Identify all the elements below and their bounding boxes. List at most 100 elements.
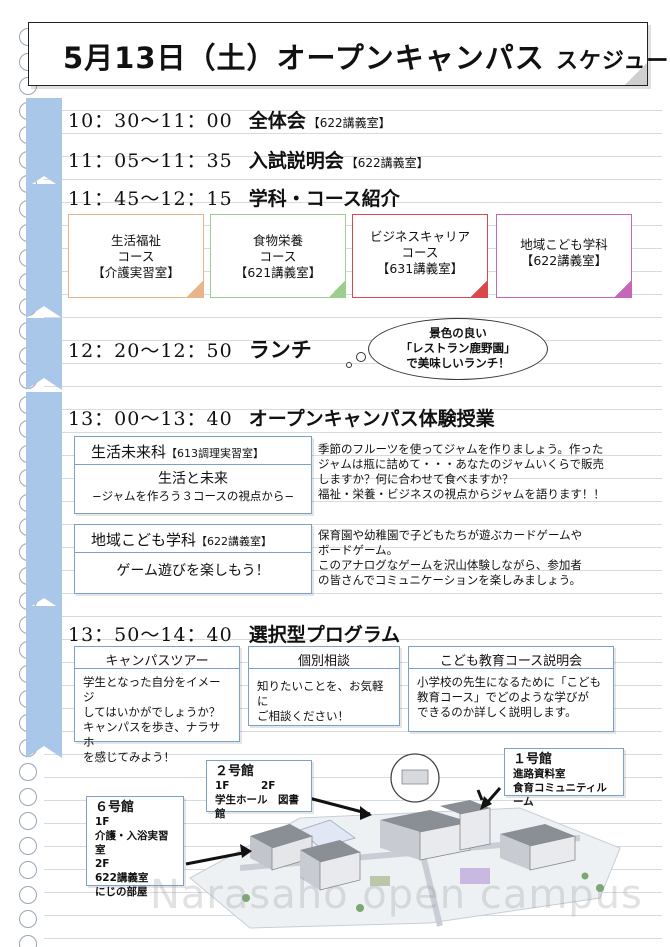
course-line: 生活福祉 (110, 233, 161, 248)
schedule-row: 11：05〜11：35 入試説明会【622講義室】 (68, 146, 429, 173)
building-line: 622講義室 (95, 872, 149, 884)
course-line: ビジネスキャリア (369, 229, 470, 244)
event-name: 学科・コース紹介 (248, 188, 400, 210)
event-room: 【622講義室】 (307, 116, 391, 130)
program-title: 個別相談 (249, 647, 399, 669)
desc-line: しますか？何に合わせて食べますか？ (318, 472, 514, 486)
building-line: にじの部屋 (95, 886, 148, 898)
desc-line: 福祉・栄養・ビジネスの視点からジャムを語ります！！ (318, 487, 605, 501)
class-title: ゲーム遊びを楽しもう！ (116, 563, 270, 579)
building-label: １号館 進路資料室 食育コミュニティルーム (504, 748, 624, 808)
title-main: 5月13日（土）オープンキャンパス (63, 41, 545, 75)
event-name: 選択型プログラム (248, 624, 401, 646)
section-tab (26, 318, 62, 390)
class-room: 【622講義室】 (196, 535, 273, 548)
title-sub: スケジュール (555, 49, 670, 74)
course-card: ビジネスキャリア コース 【631講義室】 (352, 214, 488, 298)
program-line: 学生となった自分をイメージ (83, 675, 221, 704)
ring-hole (19, 910, 37, 928)
program-line: できるのか詳しく説明します。 (417, 705, 577, 719)
program-card: 個別相談 知りたいことを、お気軽に ご相談ください！ (248, 646, 400, 726)
building-label: ２号館 1F 2F 学生ホール 図書館 (206, 760, 312, 820)
course-card: 地域こども学科 【622講義室】 (496, 214, 632, 298)
ring-hole (19, 861, 37, 879)
program-card: キャンパスツアー 学生となった自分をイメージ してはいかがでしょうか？ キャンパ… (74, 646, 240, 764)
building-line: 2F (95, 858, 110, 870)
class-name: 地域こども学科 (91, 531, 197, 549)
class-name: 生活未来科 (91, 443, 167, 461)
course-line: コース (401, 245, 439, 260)
program-line: 小学校の先生になるために「こども (417, 675, 601, 689)
desc-line: 季節のフルーツを使ってジャムを作りましょう。作った (318, 442, 604, 456)
class-card: 生活未来科【613調理実習室】 生活と未来 −ジャムを作ろう３コースの視点から− (74, 436, 312, 514)
course-room: 【介護実習室】 (92, 265, 180, 280)
building-line: 学生ホール 図書館 (215, 794, 299, 820)
program-line: 知りたいことを、お気軽に (257, 679, 384, 708)
course-line: コース (117, 249, 155, 264)
building-line: 介護・入浴実習室 (95, 830, 169, 856)
class-title: 生活と未来 (158, 471, 228, 487)
corner-fold (471, 281, 487, 297)
desc-line: ボードゲーム。 (318, 543, 399, 557)
class-subtitle: −ジャムを作ろう３コースの視点から− (91, 489, 295, 503)
desc-line: 保育園や幼稚園で子どもたちが遊ぶカードゲームや (318, 528, 583, 542)
time-slot: 13：00〜13：40 (68, 408, 233, 430)
event-room: 【622講義室】 (345, 156, 429, 170)
corner-fold (329, 281, 345, 297)
program-line: を感じてみよう！ (83, 750, 175, 764)
class-card: 地域こども学科【622講義室】 ゲーム遊びを楽しもう！ (74, 524, 312, 594)
course-line: 食物栄養 (252, 233, 303, 248)
building-line: 食育コミュニティルーム (513, 782, 607, 808)
program-card: こども教育コース説明会 小学校の先生になるために「こども 教育コース」でどのよう… (408, 646, 614, 732)
lunch-line: 「レストラン鹿野園」 (400, 341, 516, 355)
corner-fold (615, 281, 631, 297)
lunch-line: で美味しいランチ！ (406, 356, 510, 370)
program-body: 学生となった自分をイメージ してはいかがでしょうか？ キャンパスを歩き、ナラサホ… (75, 669, 239, 765)
class-header: 生活未来科【613調理実習室】 (75, 437, 311, 465)
ring-hole (19, 885, 37, 904)
class-description: 保育園や幼稚園で子どもたちが遊ぶカードゲームや ボードゲーム。 このアナログなゲ… (318, 528, 658, 588)
section-tab (26, 184, 62, 318)
ring-hole (19, 836, 37, 855)
page-curl (625, 63, 647, 85)
course-room: 【631講義室】 (376, 261, 464, 276)
course-card: 食物栄養 コース 【621講義室】 (210, 214, 346, 298)
cloud-puff (356, 352, 366, 362)
building-name: １号館 (513, 752, 553, 767)
building-name: ２号館 (215, 764, 255, 779)
title-banner: 5月13日（土）オープンキャンパス スケジュール (28, 22, 670, 86)
course-card: 生活福祉 コース 【介護実習室】 (68, 214, 204, 298)
program-line: ご相談ください！ (257, 709, 349, 723)
cloud-puff (346, 362, 352, 368)
schedule-row: 12：20〜12：50 ランチ (68, 334, 312, 364)
program-title: キャンパスツアー (75, 647, 239, 669)
event-name: 入試説明会 (248, 150, 344, 172)
page-title: 5月13日（土）オープンキャンパス スケジュール (63, 35, 670, 77)
section-tab (26, 392, 62, 610)
ring-hole (19, 763, 37, 781)
building-line: 進路資料室 (513, 768, 566, 780)
section-tab (26, 606, 62, 758)
time-slot: 13：50〜14：40 (68, 624, 233, 646)
time-slot: 12：20〜12：50 (68, 340, 233, 362)
desc-line: ジャムは瓶に詰めて・・・あなたのジャムいくらで販売 (318, 457, 605, 471)
campus-map (185, 753, 621, 929)
lunch-line: 景色の良い (429, 326, 487, 340)
course-line: コース (259, 249, 297, 264)
program-body: 小学校の先生になるために「こども 教育コース」でどのような学びが できるのか詳し… (409, 669, 613, 720)
class-body: ゲーム遊びを楽しもう！ (75, 553, 311, 580)
lunch-bubble: 景色の良い 「レストラン鹿野園」 で美味しいランチ！ (368, 318, 548, 380)
ring-hole (19, 812, 37, 830)
desc-line: このアナログなゲームを沢山体験しながら、参加者 (318, 558, 582, 572)
time-slot: 11：05〜11：35 (68, 150, 233, 172)
ring-hole (19, 934, 37, 947)
course-room: 【622講義室】 (520, 253, 608, 268)
program-title: こども教育コース説明会 (409, 647, 613, 669)
building-line: 1F (95, 816, 110, 828)
building-line: 1F 2F (215, 780, 276, 792)
event-name: ランチ (248, 338, 312, 362)
program-line: キャンパスを歩き、ナラサホ (83, 720, 221, 749)
